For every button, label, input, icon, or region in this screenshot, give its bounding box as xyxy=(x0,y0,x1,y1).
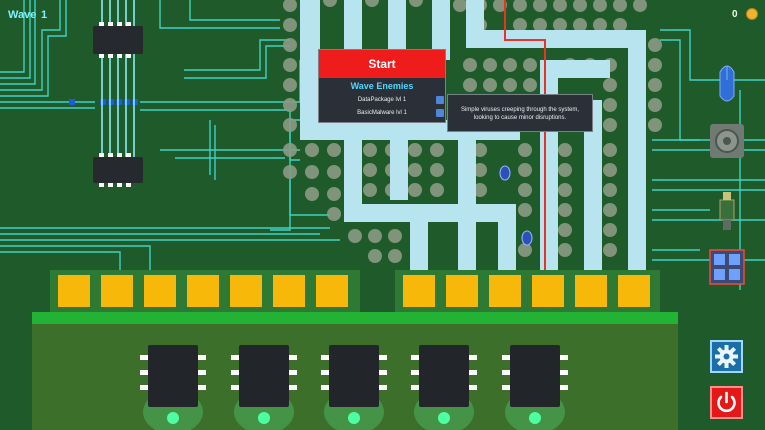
core-chip-4 xyxy=(411,345,477,430)
info-icon[interactable] xyxy=(436,109,444,117)
enemy-name: BasicMalware lvl 1 xyxy=(357,110,407,116)
usb-icon[interactable] xyxy=(719,192,735,230)
info-icon[interactable] xyxy=(436,96,444,104)
power-button[interactable] xyxy=(710,386,743,419)
wave-enemies-title: Wave Enemies xyxy=(350,81,414,91)
solder-pads xyxy=(283,0,662,263)
wave-number: 1 xyxy=(41,9,48,21)
base-board-edge xyxy=(32,312,678,324)
red-wire xyxy=(504,0,546,270)
wave-label: Wave xyxy=(8,9,37,21)
core-chip-5 xyxy=(502,345,568,430)
coin-count: 0 xyxy=(732,9,738,20)
tower-slot-strip-right xyxy=(395,270,660,312)
enemy-row-basicmalware: BasicMalware lvl 1 xyxy=(319,108,445,120)
power-icon xyxy=(717,391,736,413)
coin-icon xyxy=(746,8,758,20)
core-chip-1 xyxy=(140,345,206,430)
speaker-icon[interactable] xyxy=(710,124,744,158)
mouse-icon[interactable] xyxy=(710,60,744,112)
core-chips xyxy=(140,345,568,430)
core-chip-3 xyxy=(321,345,387,430)
start-button[interactable]: Start xyxy=(319,50,445,78)
trace-nodes xyxy=(69,99,138,105)
wave-panel: Start Wave Enemies DataPackage lvl 1 Bas… xyxy=(318,49,446,123)
enemy-name: DataPackage lvl 1 xyxy=(357,97,407,103)
chip-lower xyxy=(93,153,143,187)
enemy-viruses xyxy=(499,165,533,246)
settings-button[interactable] xyxy=(710,340,743,373)
gear-icon xyxy=(715,345,738,368)
chip-upper xyxy=(93,0,143,160)
core-chip-2 xyxy=(231,345,297,430)
grid-icon[interactable] xyxy=(709,249,745,285)
enemy-row-datapackage: DataPackage lvl 1 xyxy=(319,95,445,107)
tower-slots[interactable] xyxy=(58,275,650,307)
enemy-tooltip: Simple viruses creeping through the syst… xyxy=(447,94,593,132)
circuit-traces xyxy=(0,0,765,290)
